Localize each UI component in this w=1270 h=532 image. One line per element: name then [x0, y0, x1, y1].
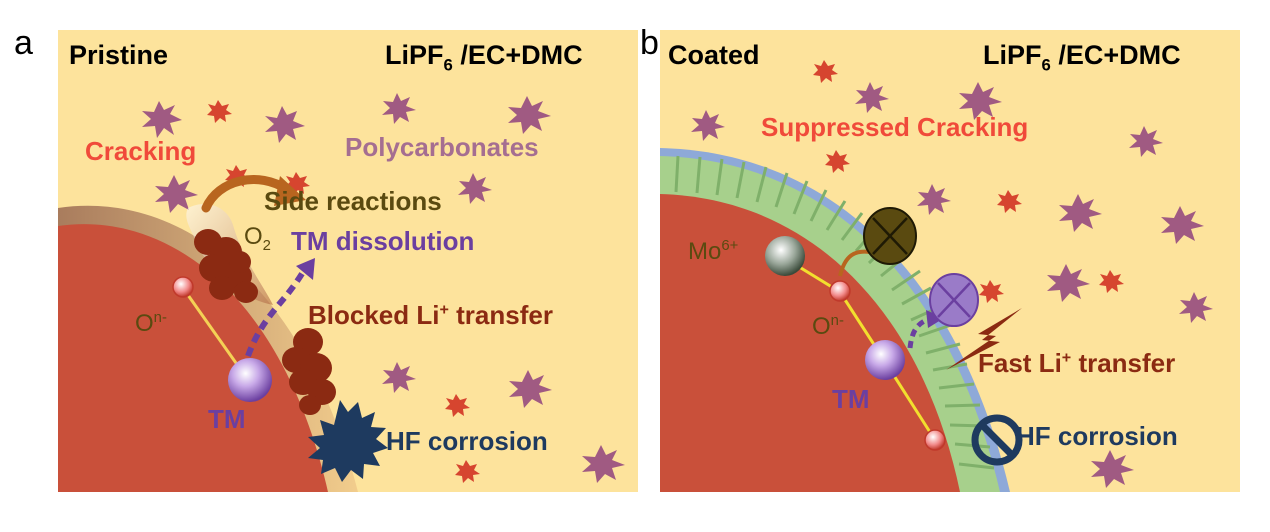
tm-dissolution-label: TM dissolution — [291, 226, 475, 256]
tm-atom — [228, 358, 272, 402]
tm-atom-b — [865, 340, 905, 380]
polycarbonate-burst — [959, 82, 1002, 120]
tm-dissolution-arrowhead — [296, 258, 315, 280]
small-burst — [1099, 270, 1124, 293]
polycarbonate-burst — [382, 362, 416, 393]
polycarbonate-burst — [265, 106, 305, 143]
small-burst — [979, 280, 1004, 303]
small-burst — [455, 460, 480, 483]
o2-label: O2 — [244, 223, 271, 254]
o2-release-arrow — [838, 249, 871, 277]
tm-label-b: TM — [832, 384, 870, 414]
panel-b-letter: b — [640, 24, 659, 62]
polycarbonate-burst — [855, 82, 889, 113]
polycarbonate-burst — [1129, 126, 1163, 157]
polycarbonate-burst — [509, 370, 552, 408]
small-bursts-group — [207, 100, 480, 483]
polycarbonate-burst — [1161, 206, 1204, 244]
polycarbonate-burst — [155, 175, 198, 213]
fast-transfer-label: Fast Li+ transfer — [978, 348, 1176, 378]
polycarbonate-burst — [1059, 194, 1102, 232]
small-burst — [285, 172, 310, 195]
oxygen-label-b: On- — [812, 313, 844, 340]
hf-corrosion-label-b: HF corrosion — [1016, 421, 1178, 451]
polycarbonate-burst — [508, 96, 551, 134]
panel-b-title: Coated — [668, 40, 760, 70]
panel-a-letter: a — [14, 24, 33, 62]
suppressed-cracking-label: Suppressed Cracking — [761, 112, 1029, 142]
byproduct-cluster-lower — [282, 328, 336, 415]
small-burst — [207, 100, 232, 123]
polycarbonate-burst — [1179, 292, 1213, 323]
panel-a-electrolyte: LiPF6 /EC+DMC — [385, 40, 583, 75]
side-reactions-label: Side reactions — [264, 186, 442, 216]
hf-corrosion-burst — [308, 400, 388, 482]
small-burst — [445, 394, 470, 417]
panel-b-electrolyte: LiPF6 /EC+DMC — [983, 40, 1181, 75]
hf-corrosion-label: HF corrosion — [386, 426, 548, 456]
polycarbonate-burst — [382, 93, 416, 124]
side-reaction-arrowhead — [274, 176, 306, 206]
oxygen-label: On- — [135, 310, 167, 337]
panel-a-illustration — [58, 93, 625, 492]
tm-o-bond-path — [782, 255, 937, 441]
polycarbonates-group-b — [691, 82, 1213, 488]
lightning-bolt — [946, 308, 1022, 370]
small-burst — [997, 190, 1022, 213]
small-burst — [225, 165, 250, 188]
polycarbonate-burst — [1047, 264, 1090, 302]
mo-atom — [765, 236, 805, 276]
panel-b: Coated LiPF6 /EC+DMC Suppressed Cracking… — [660, 30, 1240, 492]
polycarbonate-burst — [691, 110, 725, 141]
small-burst — [813, 60, 838, 83]
polycarbonates-label: Polycarbonates — [345, 132, 539, 162]
cathode-particle-coated — [660, 194, 960, 492]
panel-b-illustration — [660, 60, 1213, 492]
panel-a: Pristine LiPF6 /EC+DMC Cracking Polycarb… — [58, 30, 638, 492]
cathode-particle — [58, 224, 328, 492]
mo-label: Mo6+ — [688, 238, 739, 265]
tm-label: TM — [208, 404, 246, 434]
polycarbonate-burst — [142, 101, 182, 138]
polycarbonate-burst — [582, 445, 625, 483]
cracking-label: Cracking — [85, 136, 197, 166]
oxygen-atom-lower — [924, 429, 946, 451]
small-burst — [825, 150, 850, 173]
blocked-transfer-label: Blocked Li+ transfer — [308, 300, 553, 330]
polycarbonate-burst — [1091, 450, 1134, 488]
oxygen-atom-upper — [829, 280, 851, 302]
panel-a-title: Pristine — [69, 40, 169, 70]
small-bursts-group-b — [813, 60, 1124, 303]
polycarbonate-burst — [458, 173, 492, 204]
hf-blocked-icon — [971, 414, 1023, 466]
side-reaction-arrow — [201, 175, 293, 213]
polycarbonate-burst — [917, 184, 951, 215]
byproduct-cluster-upper — [194, 229, 258, 303]
polycarbonates-group — [142, 93, 625, 483]
tm-dissolution-arrow — [245, 270, 306, 358]
oxygen-atom — [172, 276, 194, 298]
